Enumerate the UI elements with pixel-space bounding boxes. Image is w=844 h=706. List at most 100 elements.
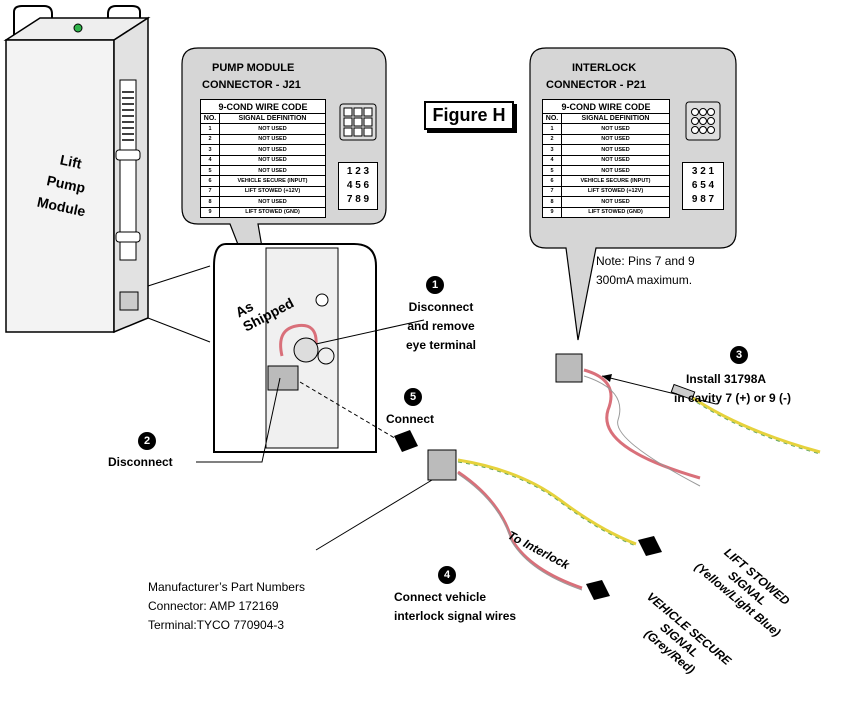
- arrow-step3-head: [602, 374, 612, 382]
- interlock-pin-layout: 3 2 1 6 5 4 9 8 7: [682, 162, 724, 210]
- eye-terminal-wire: [279, 323, 318, 357]
- pump-pin-row: 1 2 3: [346, 166, 370, 177]
- wire-code-signal: LIFT STOWED (GND): [219, 206, 326, 218]
- wire-code-no: 4: [542, 154, 562, 166]
- step2-badge: 2: [138, 432, 156, 450]
- note-text: Note: Pins 7 and 9 300mA maximum.: [596, 252, 695, 290]
- as-shipped-view: [213, 243, 377, 453]
- interlock-harness-bottom: [427, 449, 637, 591]
- step5-text: Connect: [386, 412, 434, 426]
- part-numbers-line1: Manufacturer’s Part Numbers: [148, 580, 305, 594]
- step1-line2: and remove: [407, 319, 475, 333]
- wire-code-signal: NOT USED: [219, 123, 326, 135]
- part-numbers-text: Manufacturer’s Part Numbers Connector: A…: [148, 578, 305, 635]
- wire-code-signal: LIFT STOWED (+12V): [561, 185, 670, 198]
- wire-code-no: 8: [542, 196, 562, 208]
- step4-badge: 4: [438, 566, 456, 584]
- eye-terminal-icon: [293, 337, 319, 363]
- pump-connector-title-line1: PUMP MODULE: [212, 62, 295, 74]
- wire-code-signal: VEHICLE SECURE (INPUT): [561, 175, 670, 187]
- interlock-harness-top: [555, 353, 821, 487]
- wire-code-no: 1: [542, 123, 562, 135]
- step1-line3: eye terminal: [405, 338, 477, 352]
- step1-text: Disconnect and remove eye terminal: [396, 298, 486, 355]
- interlock-pin-row: 9 8 7: [691, 194, 715, 205]
- wire-code-signal: LIFT STOWED (GND): [561, 206, 670, 218]
- interlock-col-no: NO.: [542, 112, 562, 125]
- step1-line1: Disconnect: [408, 300, 474, 314]
- eye-terminal-cap: [317, 347, 335, 365]
- interlock-col-signal: SIGNAL DEFINITION: [561, 112, 670, 125]
- part-numbers-line3: Terminal:TYCO 770904-3: [148, 618, 285, 632]
- note-line2: 300mA maximum.: [596, 273, 693, 287]
- wire-code-signal: NOT USED: [219, 144, 326, 156]
- pump-connector-small: [119, 291, 139, 311]
- j21-connector: [267, 365, 299, 391]
- wire-code-signal: NOT USED: [219, 196, 326, 208]
- vehicle-secure-arrow-icon: [586, 580, 610, 600]
- j21-housing-icon: [339, 103, 377, 141]
- interlock-connector-title-line2: CONNECTOR - P21: [546, 79, 647, 91]
- connect-dashed-line: [299, 381, 399, 441]
- pump-leader-2: [147, 265, 211, 287]
- pump-pin-row: 4 5 6: [346, 180, 370, 191]
- pump-col-signal: SIGNAL DEFINITION: [219, 112, 326, 125]
- wire-code-no: 6: [200, 175, 220, 187]
- wire-code-signal: NOT USED: [219, 133, 326, 146]
- wire-code-no: 3: [542, 144, 562, 156]
- harness-connector: [427, 449, 457, 481]
- interlock-pin-row: 6 5 4: [691, 180, 715, 191]
- interlock-pin-row: 3 2 1: [691, 166, 715, 177]
- leader-step2: [196, 377, 281, 463]
- note-line1: Note: Pins 7 and 9: [596, 254, 695, 268]
- interlock-table-title: 9-COND WIRE CODE: [542, 99, 670, 114]
- lift-stowed-wire: [457, 458, 637, 546]
- pump-module-illustration: [3, 5, 211, 343]
- step1-badge: 1: [426, 276, 444, 294]
- lift-stowed-arrow-icon: [638, 536, 662, 556]
- wire-code-no: 7: [200, 185, 220, 198]
- step4-text: Connect vehicle interlock signal wires: [394, 588, 516, 626]
- wire-code-no: 4: [200, 154, 220, 166]
- wire-code-no: 8: [200, 196, 220, 208]
- connect-arrow-icon: [394, 430, 418, 452]
- wire-code-signal: NOT USED: [561, 133, 670, 146]
- wire-code-signal: NOT USED: [561, 196, 670, 208]
- leader-part-numbers: [315, 479, 433, 551]
- wire-code-signal: NOT USED: [219, 164, 326, 177]
- wire-code-no: 1: [200, 123, 220, 135]
- wire-code-no: 2: [542, 133, 562, 146]
- pump-col-no: NO.: [200, 112, 220, 125]
- p21-housing-icon: [685, 101, 721, 141]
- wire-code-signal: NOT USED: [561, 164, 670, 177]
- step3-badge: 3: [730, 346, 748, 364]
- pump-leader: [147, 317, 211, 343]
- wire-code-signal: NOT USED: [219, 154, 326, 166]
- pump-spring: [122, 91, 134, 141]
- wire-code-no: 9: [542, 206, 562, 218]
- pump-pin-row: 7 8 9: [346, 194, 370, 205]
- wire-code-no: 2: [200, 133, 220, 146]
- pump-connector-title: PUMP MODULE CONNECTOR - J21: [202, 60, 322, 94]
- step3-text: Install 31798A in cavity 7 (+) or 9 (-): [674, 370, 791, 408]
- wire-code-signal: NOT USED: [561, 123, 670, 135]
- wire-code-signal: LIFT STOWED (+12V): [219, 185, 326, 198]
- wire-code-no: 9: [200, 206, 220, 218]
- interlock-connector-title-line1: INTERLOCK: [572, 62, 637, 74]
